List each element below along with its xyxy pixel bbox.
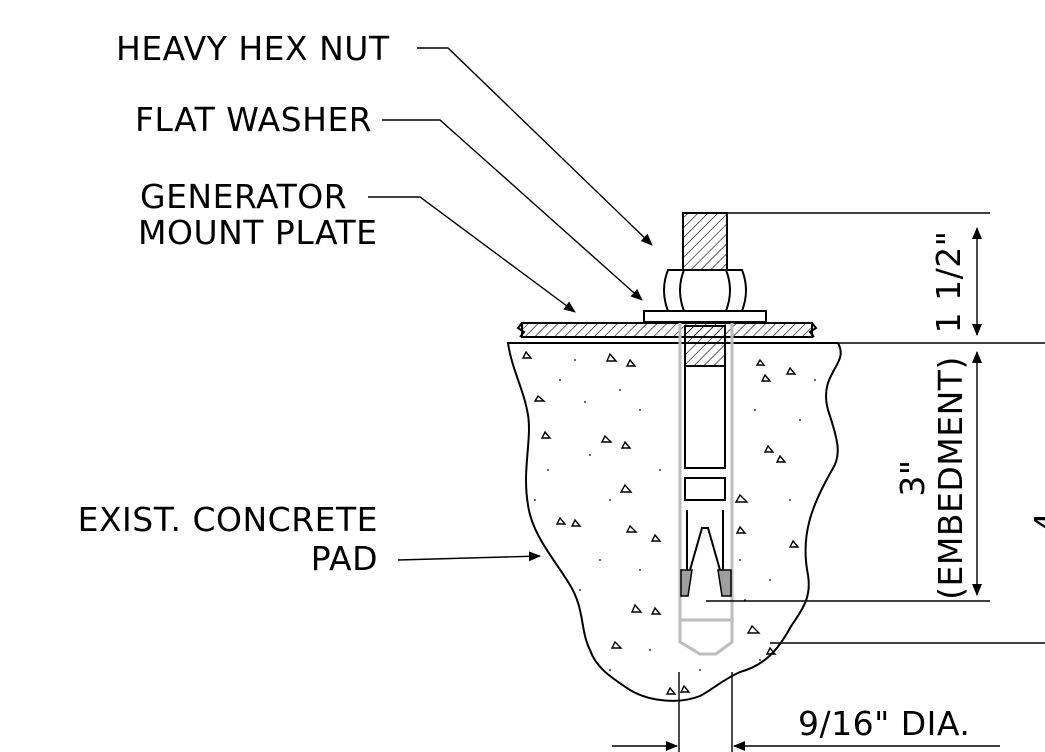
expansion-wedge-left [680,569,693,597]
bolt-collar [684,477,726,501]
dim-embedment-note: (EMBEDMENT) [931,356,970,600]
dim-diameter-text: 9/16" DIA. [798,704,970,743]
plate-break-left [516,322,526,338]
flat-washer [643,310,767,323]
concrete-speckles [534,359,816,671]
leader-lines [368,47,653,562]
bolt-shank [684,365,726,469]
dim-partial-text: 4 [1027,511,1045,533]
generator-mount-plate [521,322,813,338]
expansion-cone [686,510,724,571]
concrete-aggregate [521,350,800,695]
bolt-thread-lower [684,325,726,367]
dim-embedment-value: 3" [893,459,932,496]
dim-projection-text: 1 1/2" [929,231,968,334]
label-heavy-hex-nut: HEAVY HEX NUT [116,29,390,68]
expansion-wedge-right [717,569,732,597]
dimension-projection [727,212,1045,344]
hex-nut-faces [679,269,731,312]
dimension-embedment [706,351,1045,644]
label-concrete-line1: EXIST. CONCRETE [78,500,378,539]
bolt-thread-top [682,212,728,271]
label-generator-line2: MOUNT PLATE [138,213,378,252]
heavy-hex-nut [663,269,747,312]
label-generator-line1: GENERATOR [140,177,347,216]
anchor-sleeve [678,322,734,656]
dimension-diameter [612,672,1000,752]
label-flat-washer: FLAT WASHER [135,100,372,139]
concrete-pad-outline [506,342,842,702]
plate-break-right [808,322,818,338]
label-concrete-line2: PAD [311,539,378,578]
